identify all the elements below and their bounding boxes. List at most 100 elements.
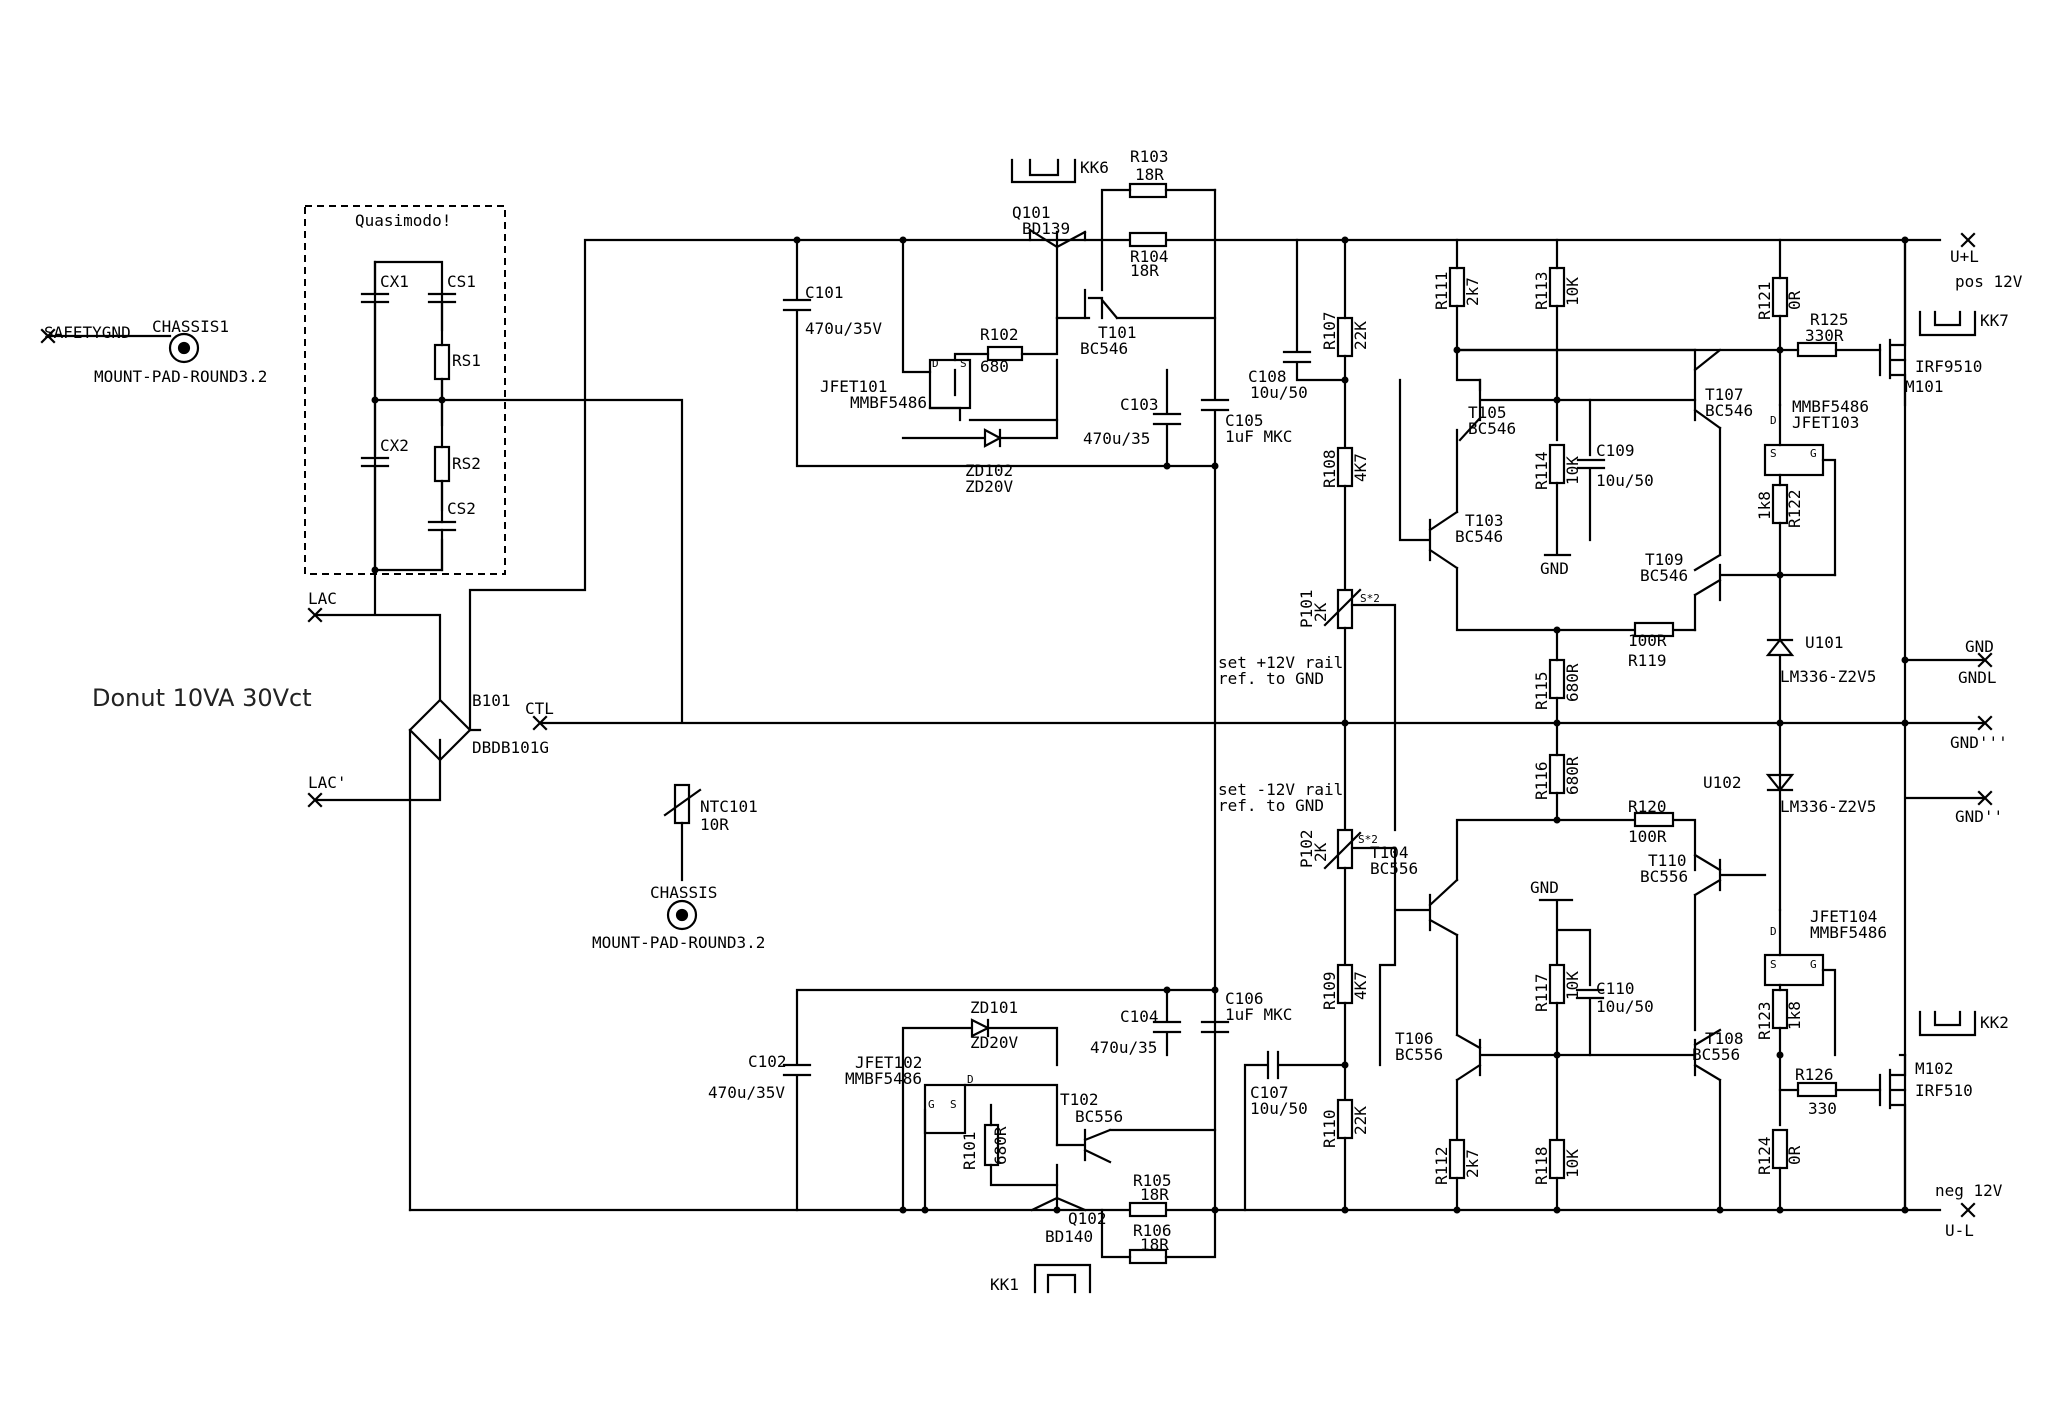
- r110-label: R110: [1320, 1109, 1339, 1148]
- r121-label: R121: [1755, 281, 1774, 320]
- svg-text:S: S: [1770, 958, 1777, 971]
- t105-value: BC546: [1468, 419, 1516, 438]
- chassis-label: CHASSIS: [650, 883, 717, 902]
- r117-value: 10K: [1563, 971, 1582, 1000]
- r118-value: 10K: [1563, 1149, 1582, 1178]
- svg-text:G: G: [1810, 447, 1817, 460]
- zd101-label: ZD101: [970, 998, 1018, 1017]
- t102-label: T102: [1060, 1090, 1099, 1109]
- t101-label: T101: [1098, 323, 1137, 342]
- r117-label: R117: [1532, 973, 1551, 1012]
- c106-value: 1uF MKC: [1225, 1005, 1292, 1024]
- feedback-divider: C108 10u/50 R107 22K R108 4K7 P101 2K S*…: [1218, 236, 1397, 1214]
- rs2-label: RS2: [452, 454, 481, 473]
- c104-label: C104: [1120, 1007, 1159, 1026]
- r107-label: R107: [1320, 311, 1339, 350]
- m102-label: M102: [1915, 1059, 1954, 1078]
- r116-value: 680R: [1563, 756, 1582, 795]
- c102-label: C102: [748, 1052, 787, 1071]
- r114-label: R114: [1532, 451, 1551, 490]
- jfet102-value: MMBF5486: [845, 1069, 922, 1088]
- neg12-label: neg 12V: [1935, 1181, 2003, 1200]
- c109-value: 10u/50: [1596, 471, 1654, 490]
- t104-label: T104: [1370, 843, 1409, 862]
- r104-value: 18R: [1130, 261, 1159, 280]
- t104-value: BC556: [1370, 859, 1418, 878]
- c101-label: C101: [805, 283, 844, 302]
- t108-label: T108: [1705, 1029, 1744, 1048]
- r120-label: R120: [1628, 797, 1667, 816]
- c106-label: C106: [1225, 989, 1264, 1008]
- r115-label: R115: [1532, 671, 1551, 710]
- q102-label: Q102: [1068, 1209, 1107, 1228]
- neg-rail-note2: ref. to GND: [1218, 796, 1324, 815]
- chassis1-pad-label: MOUNT-PAD-ROUND3.2: [94, 367, 267, 386]
- r102-label: R102: [980, 325, 1019, 344]
- c108-value: 10u/50: [1250, 383, 1308, 402]
- lac-label: LAC: [308, 589, 337, 608]
- zd102-value: ZD20V: [965, 477, 1014, 496]
- c105-value: 1uF MKC: [1225, 427, 1292, 446]
- svg-text:S: S: [960, 357, 967, 370]
- r113-value: 10K: [1563, 277, 1582, 306]
- svg-text:S: S: [950, 1098, 957, 1111]
- output-stage: R121 0R R125 330R KK7 IRF9510 M101 MMBF5…: [1455, 232, 2023, 1240]
- r126-value: 330: [1808, 1099, 1837, 1118]
- jfet102-label: JFET102: [855, 1053, 922, 1072]
- r119-value: 100R: [1628, 631, 1667, 650]
- t109-value: BC546: [1640, 566, 1688, 585]
- chassis-pad-label: MOUNT-PAD-ROUND3.2: [592, 933, 765, 952]
- t107-label: T107: [1705, 385, 1744, 404]
- kk6-label: KK6: [1080, 158, 1109, 177]
- cs1-label: CS1: [447, 272, 476, 291]
- uml-label: U-L: [1945, 1221, 1974, 1240]
- q102-value: BD140: [1045, 1227, 1093, 1246]
- r105-value: 18R: [1140, 1185, 1169, 1204]
- c104-value: 470u/35: [1090, 1038, 1157, 1057]
- r103-label: R103: [1130, 147, 1169, 166]
- c109-label: C109: [1596, 441, 1635, 460]
- jfet104-value: MMBF5486: [1810, 923, 1887, 942]
- r112-label: R112: [1432, 1146, 1451, 1185]
- c103-value: 470u/35: [1083, 429, 1150, 448]
- jfet103-label: JFET103: [1792, 413, 1859, 432]
- t103-label: T103: [1465, 511, 1504, 530]
- r122-label: R122: [1785, 489, 1804, 528]
- t109-label: T109: [1645, 550, 1684, 569]
- t107-value: BC546: [1705, 401, 1753, 420]
- r106-value: 18R: [1140, 1235, 1169, 1254]
- t108-value: BC556: [1692, 1045, 1740, 1064]
- jfet101-label: JFET101: [820, 377, 887, 396]
- neg-error-amp: R116 680R R120 100R T104 BC556 T110 BC55…: [1370, 721, 1767, 1214]
- zd101-value: ZD20V: [970, 1033, 1019, 1052]
- rs1-label: RS1: [452, 351, 481, 370]
- r125-value: 330R: [1805, 326, 1844, 345]
- m101-label: M101: [1905, 377, 1944, 396]
- r116-label: R116: [1532, 761, 1551, 800]
- ntc101-value: 10R: [700, 815, 729, 834]
- safetygnd-label: SAFETYGND: [44, 323, 131, 342]
- u101-value: LM336-Z2V5: [1780, 667, 1876, 686]
- t101-value: BC546: [1080, 339, 1128, 358]
- gnd-out-label: GND: [1965, 637, 1994, 656]
- r123-value: 1k8: [1785, 1001, 1804, 1030]
- neg-preregulator: C102 470u/35V ZD101 ZD20V JFET102 MMBF54…: [408, 986, 1942, 1294]
- c102-value: 470u/35V: [708, 1083, 785, 1102]
- r109-label: R109: [1320, 971, 1339, 1010]
- m101-value: IRF9510: [1915, 357, 1982, 376]
- r110-value: 22K: [1351, 1106, 1370, 1135]
- t106-label: T106: [1395, 1029, 1434, 1048]
- jfet104-label: JFET104: [1810, 907, 1877, 926]
- c103-label: C103: [1120, 395, 1159, 414]
- r118-label: R118: [1532, 1146, 1551, 1185]
- q101-label: Q101: [1012, 203, 1051, 222]
- r107-value: 22K: [1351, 321, 1370, 350]
- quasimodo-box: [304, 205, 506, 575]
- c101-value: 470u/35V: [805, 319, 882, 338]
- neg-rail-note1: set -12V rail: [1218, 780, 1343, 799]
- r108-label: R108: [1320, 449, 1339, 488]
- kk7-label: KK7: [1980, 311, 2009, 330]
- pos-preregulator: C101 470u/35V KK6 Q101 BD139 R103 18R R1…: [782, 147, 1292, 1212]
- svg-text:D: D: [932, 357, 939, 370]
